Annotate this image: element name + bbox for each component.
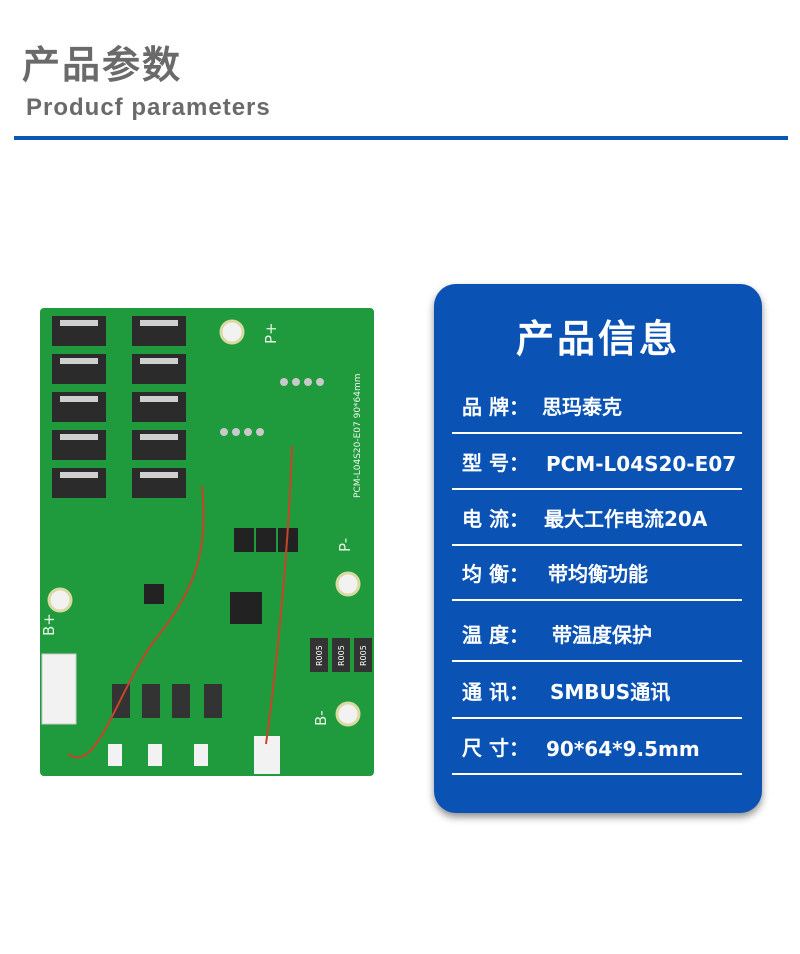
resistor-mark: R005 (359, 645, 368, 666)
sensor-wire-right (265, 445, 293, 745)
mounting-holes (47, 319, 361, 727)
pcb-board (40, 308, 374, 776)
resistor-mark: R005 (315, 645, 324, 666)
resistors-bottom (112, 684, 222, 718)
ic-chips (144, 528, 298, 624)
info-value: SMBUS通讯 (550, 680, 671, 704)
silk-b-plus: B+ (40, 613, 58, 636)
info-label: 尺 寸： (462, 736, 529, 760)
info-row-temperature: 温 度： 带温度保护 (452, 604, 742, 662)
battery-connector (41, 653, 77, 725)
info-value: 带均衡功能 (548, 562, 648, 586)
silk-model: PCM-L04S20-E07 90*64mm (353, 373, 363, 498)
pcb-board-image: R005 R005 R005 P+ P- B+ B- PCM-L04S20-E0… (40, 308, 374, 776)
mosfet-column-left (52, 316, 106, 498)
info-value: 最大工作电流20A (544, 507, 708, 531)
info-label: 电 流： (462, 507, 529, 531)
page-title-cn: 产品参数 (22, 43, 183, 87)
product-info-card: 产品信息 品 牌： 思玛泰克 型 号： PCM-L04S20-E07 电 流： 最大工… (434, 284, 762, 813)
info-label: 温 度： (462, 623, 529, 647)
silk-b-minus: B- (312, 710, 330, 726)
shunt-resistors (310, 638, 372, 672)
info-value: PCM-L04S20-E07 (546, 452, 737, 476)
info-card-title: 产品信息 (515, 317, 680, 361)
info-row-current: 电 流： 最大工作电流20A (452, 488, 742, 546)
info-value: 思玛泰克 (542, 395, 622, 419)
info-label: 品 牌： (462, 395, 529, 419)
info-row-communication: 通 讯： SMBUS通讯 (452, 661, 742, 719)
info-label: 均 衡： (462, 562, 529, 586)
info-row-model: 型 号： PCM-L04S20-E07 (452, 432, 742, 490)
page-title-en: Producf parameters (26, 94, 271, 121)
silk-p-minus: P- (336, 538, 354, 552)
resistor-mark: R005 (337, 645, 346, 666)
info-row-balance: 均 衡： 带均衡功能 (452, 543, 742, 601)
info-label: 型 号： (462, 451, 529, 475)
info-label: 通 讯： (462, 680, 529, 704)
mosfet-column-right (132, 316, 186, 498)
info-value: 带温度保护 (552, 623, 652, 647)
header-divider (14, 136, 788, 140)
sensor-wire-left (67, 485, 205, 759)
info-row-dimensions: 尺 寸： 90*64*9.5mm (452, 717, 742, 775)
connector-pins (220, 378, 324, 436)
info-row-brand: 品 牌： 思玛泰克 (452, 376, 742, 434)
silk-p-plus: P+ (262, 322, 280, 344)
info-value: 90*64*9.5mm (546, 737, 700, 761)
